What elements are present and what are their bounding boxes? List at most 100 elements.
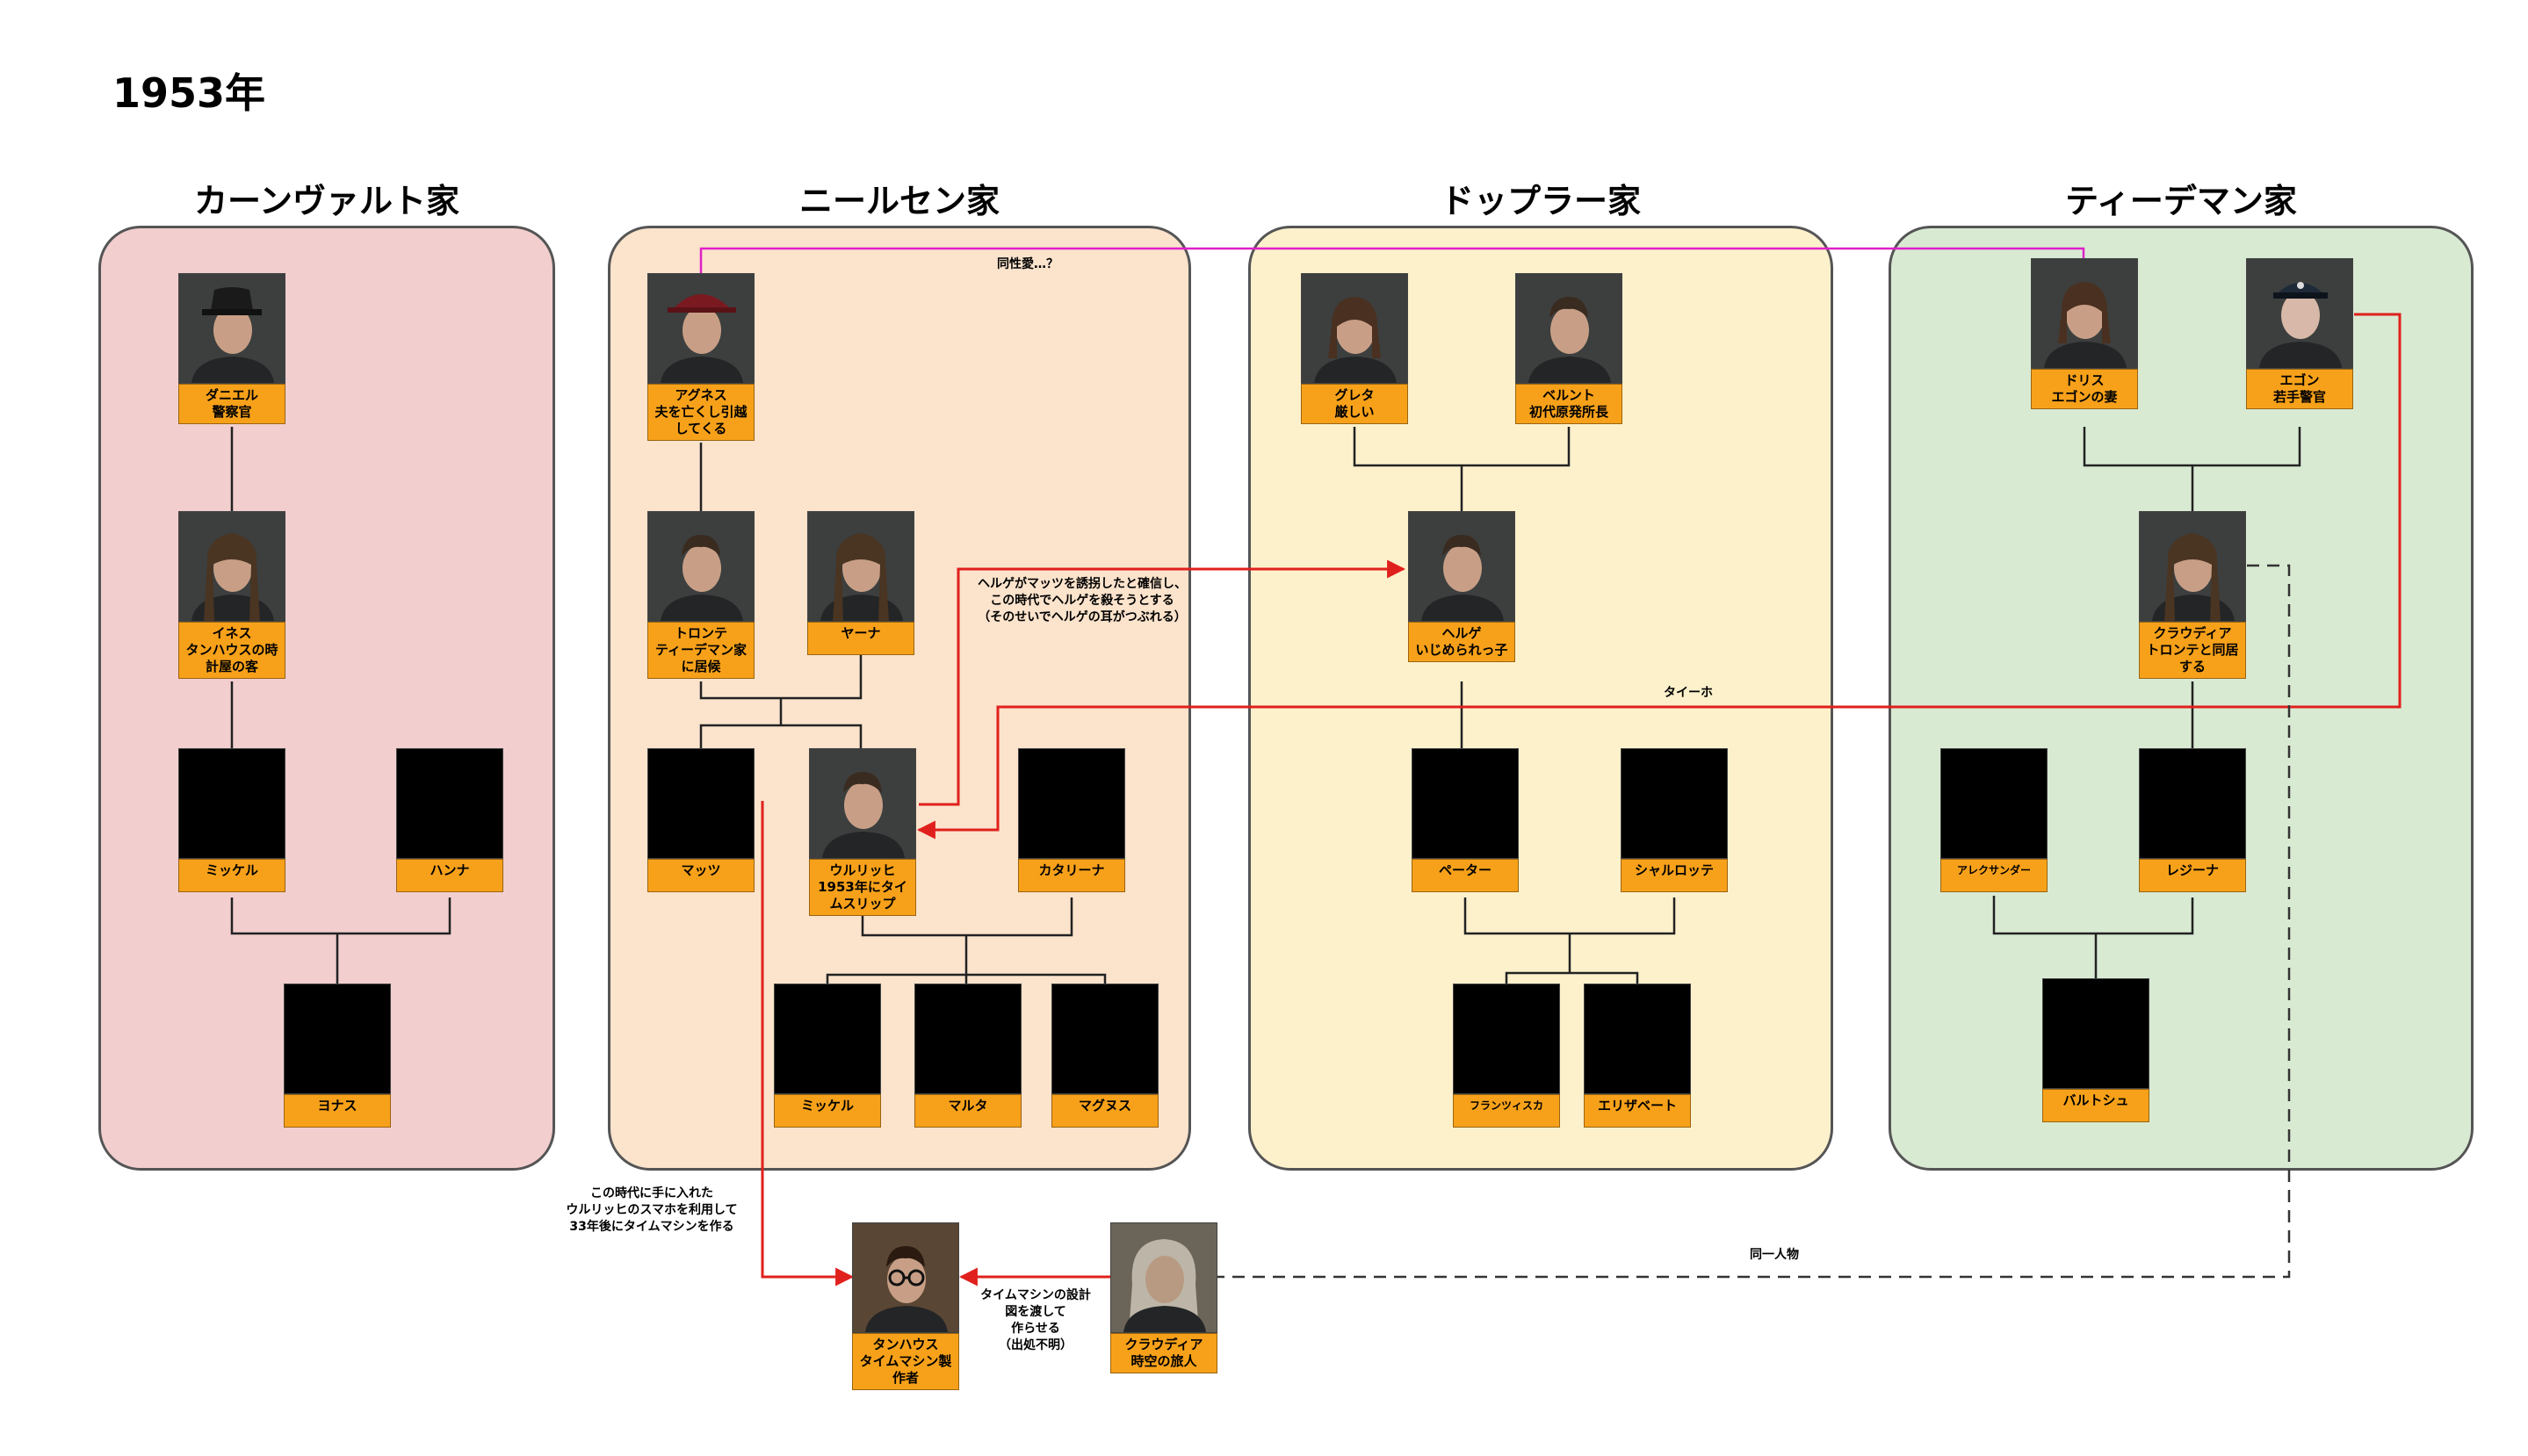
person-card-tronte[interactable]: トロンテ ティーデマン家に居候 bbox=[647, 511, 755, 679]
person-card-helge[interactable]: ヘルゲ いじめられっ子 bbox=[1408, 511, 1515, 662]
person-card-mikkel-kahnwald[interactable]: ミッケル bbox=[178, 748, 285, 892]
alexander-photo bbox=[1940, 748, 2048, 859]
hidden-photo bbox=[1412, 749, 1518, 858]
agnes-photo bbox=[647, 273, 755, 384]
note-smartphone: この時代に手に入れた ウルリッヒのスマホを利用して 33年後にタイムマシンを作る bbox=[566, 1186, 738, 1234]
hidden-photo bbox=[1622, 749, 1727, 858]
note-same-person: 同一人物 bbox=[1750, 1248, 1799, 1262]
hidden-photo bbox=[1941, 749, 2047, 858]
jonas-caption: ヨナス bbox=[284, 1094, 391, 1128]
portrait-image bbox=[1302, 274, 1407, 383]
person-card-agnes[interactable]: アグネス 夫を亡くし引越してくる bbox=[647, 273, 755, 441]
person-card-peter[interactable]: ペーター bbox=[1412, 748, 1519, 892]
person-card-daniel[interactable]: ダニエル 警察官 bbox=[178, 273, 285, 424]
ines-caption: イネス タンハウスの時計屋の客 bbox=[178, 622, 285, 679]
note-helge: ヘルゲがマッツを誘拐したと確信し、 この時代でヘルゲを殺そうとする （そのせいで… bbox=[978, 577, 1187, 624]
person-card-ines[interactable]: イネス タンハウスの時計屋の客 bbox=[178, 511, 285, 679]
family-title-nielsen: ニールセン家 bbox=[798, 182, 1000, 220]
claudia-caption: クラウディア トロンテと同居する bbox=[2139, 622, 2246, 679]
hidden-photo bbox=[285, 984, 390, 1093]
tronte-caption: トロンテ ティーデマン家に居候 bbox=[647, 622, 755, 679]
regina-caption: レジーナ bbox=[2139, 859, 2246, 892]
person-card-jana[interactable]: ヤーナ bbox=[807, 511, 914, 655]
person-card-greta[interactable]: グレタ 厳しい bbox=[1301, 273, 1408, 424]
arrow-ulrich-to-tannhaus bbox=[761, 801, 855, 1287]
agnes-caption: アグネス 夫を亡くし引越してくる bbox=[647, 384, 755, 441]
mikkel-nielsen-photo bbox=[774, 984, 881, 1094]
arrow-ulrich-to-helge bbox=[919, 559, 1406, 806]
magnus-photo bbox=[1051, 984, 1159, 1094]
claudia-old-photo bbox=[1110, 1222, 1217, 1333]
person-card-magnus[interactable]: マグヌス bbox=[1051, 984, 1159, 1128]
person-card-doris[interactable]: ドリス エゴンの妻 bbox=[2031, 258, 2138, 409]
hannah-photo bbox=[396, 748, 503, 859]
person-card-mads[interactable]: マッツ bbox=[647, 748, 755, 892]
portrait-image bbox=[2032, 259, 2137, 368]
link-agnes-doris bbox=[699, 247, 2085, 274]
ulrich-caption: ウルリッヒ 1953年にタイムスリップ bbox=[809, 859, 916, 916]
hidden-photo bbox=[397, 749, 502, 858]
person-card-claudia[interactable]: クラウディア トロンテと同居する bbox=[2139, 511, 2246, 679]
person-card-elisabeth[interactable]: エリザベート bbox=[1584, 984, 1691, 1128]
person-card-mikkel-nielsen[interactable]: ミッケル bbox=[774, 984, 881, 1128]
line-greta-bernd bbox=[1353, 427, 1571, 467]
jana-photo bbox=[807, 511, 914, 622]
bartosz-photo bbox=[2042, 978, 2149, 1089]
hidden-photo bbox=[2140, 749, 2245, 858]
line-peter-charlotte bbox=[1463, 897, 1676, 935]
alexander-caption: アレクサンダー bbox=[1940, 859, 2048, 892]
doris-caption: ドリス エゴンの妻 bbox=[2031, 369, 2138, 409]
person-card-katharina[interactable]: カタリーナ bbox=[1018, 748, 1125, 892]
martha-caption: マルタ bbox=[914, 1094, 1022, 1128]
hidden-photo bbox=[179, 749, 285, 858]
bartosz-caption: バルトシュ bbox=[2042, 1089, 2149, 1122]
portrait-image bbox=[2247, 259, 2352, 368]
katharina-photo bbox=[1018, 748, 1125, 859]
daniel-caption: ダニエル 警察官 bbox=[178, 384, 285, 424]
charlotte-photo bbox=[1621, 748, 1728, 859]
person-card-egon[interactable]: エゴン 若手警官 bbox=[2246, 258, 2353, 409]
person-card-hannah[interactable]: ハンナ bbox=[396, 748, 503, 892]
elisabeth-caption: エリザベート bbox=[1584, 1094, 1691, 1128]
person-card-charlotte[interactable]: シャルロッテ bbox=[1621, 748, 1728, 892]
tannhaus-photo bbox=[852, 1222, 959, 1333]
person-card-jonas[interactable]: ヨナス bbox=[284, 984, 391, 1128]
person-card-bartosz[interactable]: バルトシュ bbox=[2042, 978, 2149, 1122]
portrait-image bbox=[853, 1223, 958, 1332]
doris-photo bbox=[2031, 258, 2138, 369]
katharina-caption: カタリーナ bbox=[1018, 859, 1125, 892]
hidden-photo bbox=[775, 984, 880, 1093]
charlotte-caption: シャルロッテ bbox=[1621, 859, 1728, 892]
hidden-photo bbox=[1052, 984, 1158, 1093]
page-title: 1953年 bbox=[112, 69, 266, 117]
person-card-ulrich[interactable]: ウルリッヒ 1953年にタイムスリップ bbox=[809, 748, 916, 916]
mads-caption: マッツ bbox=[647, 859, 755, 892]
portrait-image bbox=[1516, 274, 1622, 383]
hidden-photo bbox=[1585, 984, 1690, 1093]
daniel-photo bbox=[178, 273, 285, 384]
mads-photo bbox=[647, 748, 755, 859]
tannhaus-caption: タンハウス タイムマシン製作者 bbox=[852, 1333, 959, 1390]
ulrich-photo bbox=[809, 748, 916, 859]
person-card-regina[interactable]: レジーナ bbox=[2139, 748, 2246, 892]
person-card-alexander[interactable]: アレクサンダー bbox=[1940, 748, 2048, 892]
tronte-photo bbox=[647, 511, 755, 622]
note-blueprint: タイムマシンの設計 図を渡して 作らせる （出処不明） bbox=[980, 1288, 1091, 1352]
person-card-tannhaus[interactable]: タンハウス タイムマシン製作者 bbox=[852, 1222, 959, 1390]
line-mikkel-hannah bbox=[230, 897, 451, 935]
person-card-claudia-old[interactable]: クラウディア 時空の旅人 bbox=[1110, 1222, 1217, 1373]
franziska-photo bbox=[1453, 984, 1560, 1094]
mikkel-kahnwald-caption: ミッケル bbox=[178, 859, 285, 892]
hidden-photo bbox=[1019, 749, 1124, 858]
person-card-martha[interactable]: マルタ bbox=[914, 984, 1022, 1128]
mikkel-nielsen-caption: ミッケル bbox=[774, 1094, 881, 1128]
note-same-sex: 同性愛…？ bbox=[997, 257, 1058, 271]
person-card-bernd[interactable]: ベルント 初代原発所長 bbox=[1515, 273, 1622, 424]
hannah-caption: ハンナ bbox=[396, 859, 503, 892]
regina-photo bbox=[2139, 748, 2246, 859]
hidden-photo bbox=[1454, 984, 1559, 1093]
claudia-old-caption: クラウディア 時空の旅人 bbox=[1110, 1333, 1217, 1373]
person-card-franziska[interactable]: フランツィスカ bbox=[1453, 984, 1560, 1128]
franziska-caption: フランツィスカ bbox=[1453, 1094, 1560, 1128]
